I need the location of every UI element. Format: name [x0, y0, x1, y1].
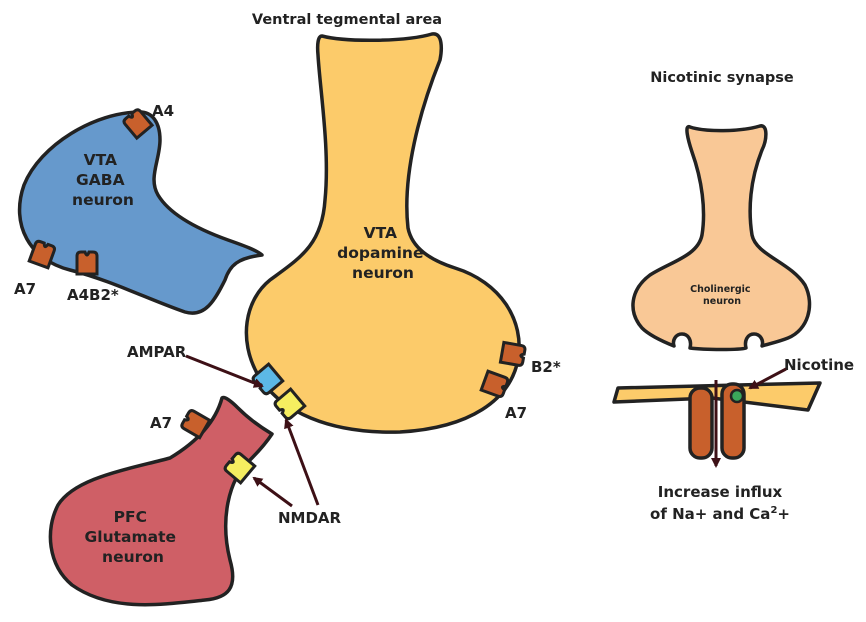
- a4b2-label: A4B2*: [67, 286, 119, 304]
- b2-receptor: [500, 342, 525, 366]
- influx-label-line2: of Na+ and Ca2+: [650, 505, 790, 523]
- nicotine-molecule: [731, 390, 743, 402]
- nicotinic-synapse-title: Nicotinic synapse: [650, 70, 794, 86]
- nicotine-label: Nicotine: [784, 356, 854, 374]
- a7-label-dopamine: A7: [505, 404, 527, 422]
- a7-label-glutamate: A7: [150, 414, 172, 432]
- a4b2-receptor: [77, 252, 97, 274]
- influx-label: Increase influx: [658, 483, 783, 501]
- nmdar-label: NMDAR: [278, 509, 342, 527]
- a7-label-gaba: A7: [14, 280, 36, 298]
- vta-title: Ventral tegmental area: [252, 12, 442, 28]
- gaba-neuron-body: [20, 112, 262, 313]
- cholinergic-neuron-body: [633, 126, 810, 350]
- ampar-label: AMPAR: [127, 343, 187, 361]
- a4-label: A4: [152, 102, 174, 120]
- nmdar-arrow-lower: [254, 478, 292, 506]
- nmdar-arrow-upper: [286, 420, 318, 505]
- b2-label: B2*: [531, 358, 561, 376]
